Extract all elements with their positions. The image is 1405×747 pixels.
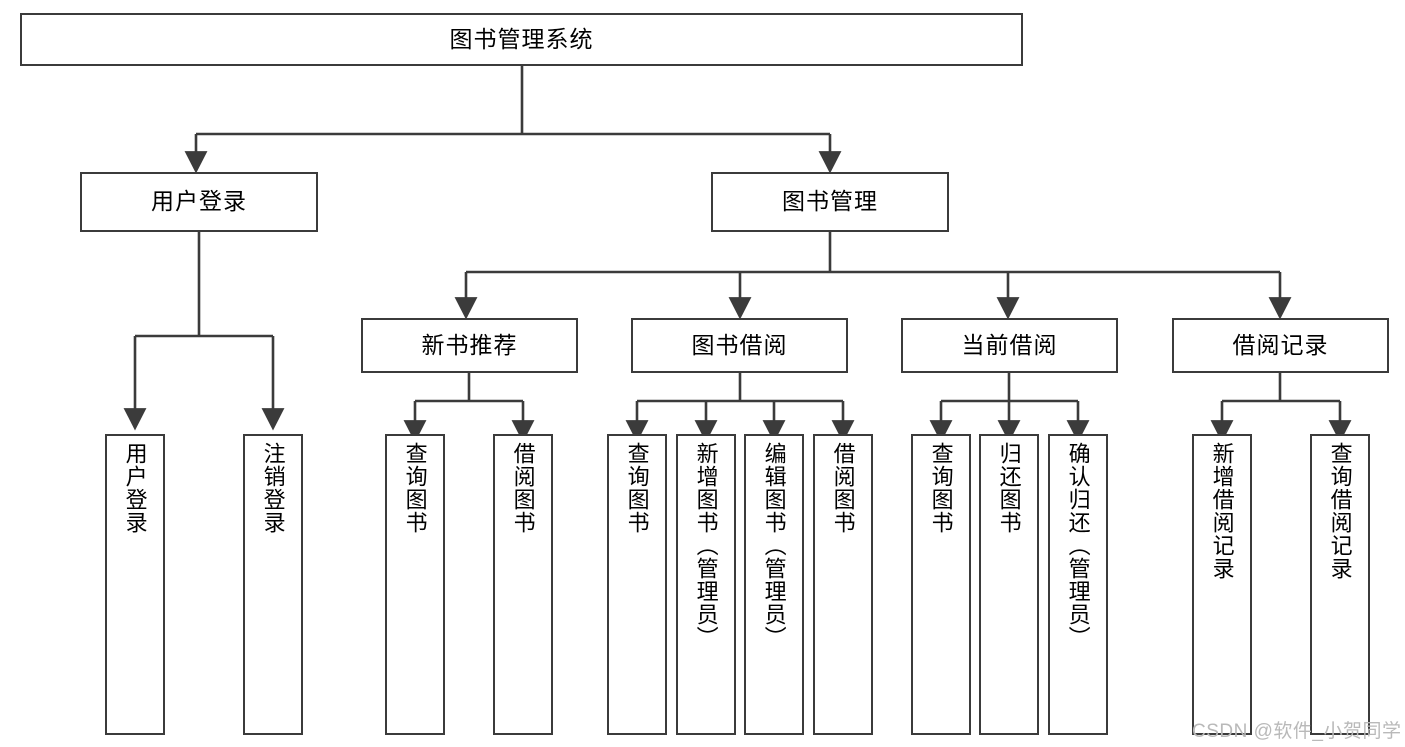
node-label: 注销登录 [260,442,286,534]
node-leaf-new-book-borrow[interactable]: 借阅图书 [493,434,553,735]
node-label: 查询图书 [624,442,650,534]
node-leaf-user-login-signout[interactable]: 注销登录 [243,434,303,735]
node-label: 图书借阅 [691,331,788,358]
node-label: 新书推荐 [421,331,518,358]
node-leaf-current-borrow-confirm[interactable]: 确认归还（管理员） [1048,434,1108,735]
csdn-watermark: CSDN @软件_小贺同学 [1192,721,1402,742]
node-leaf-book-borrow-query[interactable]: 查询图书 [607,434,667,735]
node-label: 图书管理系统 [449,25,594,52]
node-label: 当前借阅 [961,331,1058,358]
node-label: 查询图书 [402,442,428,534]
node-label: 用户登录 [151,188,247,215]
node-book-borrow[interactable]: 图书借阅 [631,318,848,373]
node-book-management[interactable]: 图书管理 [711,172,949,232]
node-user-login[interactable]: 用户登录 [80,172,318,232]
node-label: 借阅记录 [1232,331,1329,358]
node-borrow-record[interactable]: 借阅记录 [1172,318,1389,373]
node-label: 编辑图书（管理员） [761,442,787,649]
node-leaf-current-borrow-return[interactable]: 归还图书 [979,434,1039,735]
node-root-book-management-system[interactable]: 图书管理系统 [20,13,1023,66]
node-label: 新增借阅记录 [1209,442,1235,580]
node-new-book-recommend[interactable]: 新书推荐 [361,318,578,373]
node-label: 查询借阅记录 [1327,442,1353,580]
node-leaf-book-borrow-add[interactable]: 新增图书（管理员） [676,434,736,735]
node-label: 新增图书（管理员） [693,442,719,649]
node-label: 借阅图书 [510,442,536,534]
node-leaf-borrow-record-add[interactable]: 新增借阅记录 [1192,434,1252,735]
node-leaf-user-login-signin[interactable]: 用户登录 [105,434,165,735]
node-label: 用户登录 [122,442,148,534]
node-leaf-book-borrow-edit[interactable]: 编辑图书（管理员） [744,434,804,735]
node-label: 查询图书 [928,442,954,534]
node-leaf-book-borrow-lend[interactable]: 借阅图书 [813,434,873,735]
node-label: 归还图书 [996,442,1022,534]
node-label: 确认归还（管理员） [1065,442,1091,649]
node-label: 图书管理 [782,188,878,215]
node-leaf-current-borrow-query[interactable]: 查询图书 [911,434,971,735]
node-current-borrow[interactable]: 当前借阅 [901,318,1118,373]
node-label: 借阅图书 [830,442,856,534]
node-leaf-new-book-query[interactable]: 查询图书 [385,434,445,735]
node-leaf-borrow-record-query[interactable]: 查询借阅记录 [1310,434,1370,735]
